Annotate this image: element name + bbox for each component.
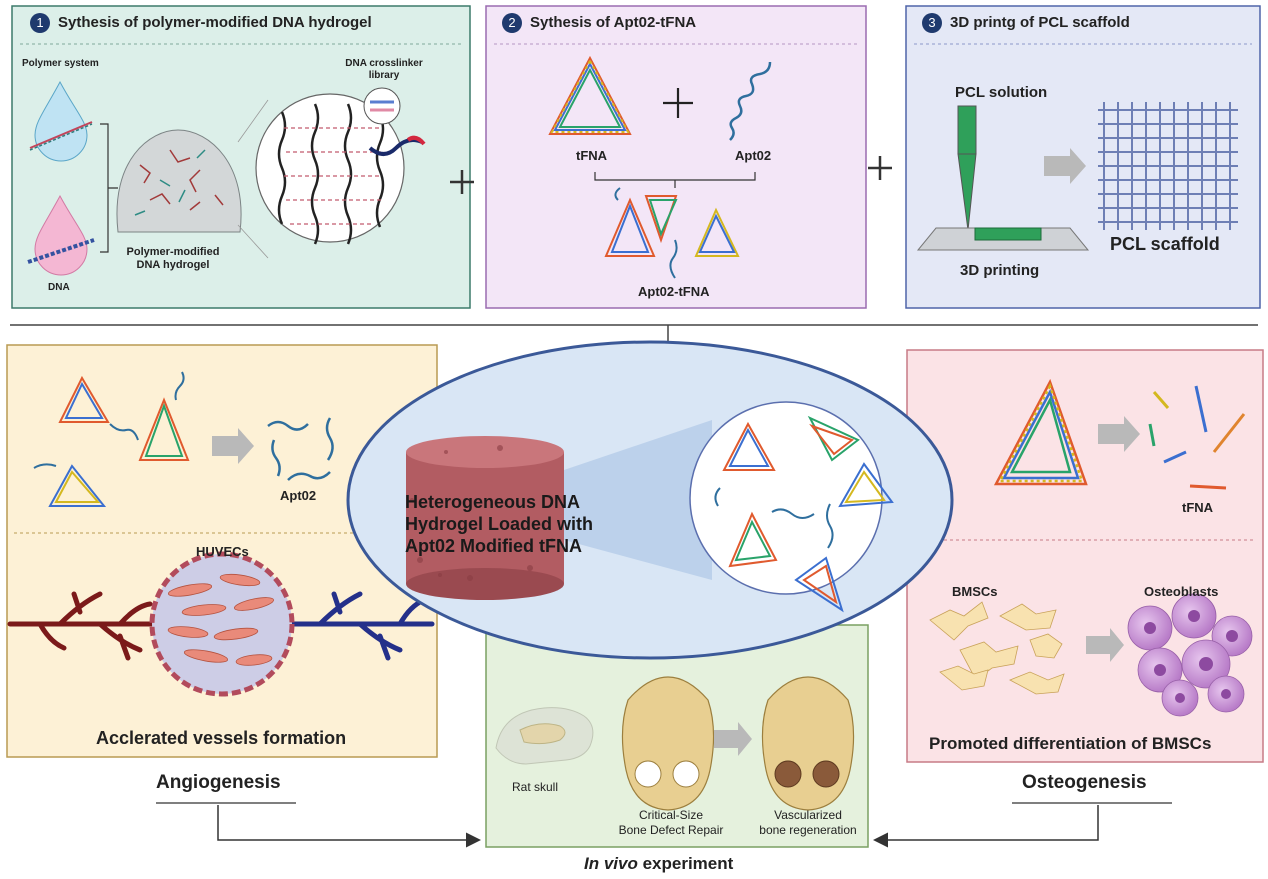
panel1-title: 1 Sythesis of polymer-modified DNA hydrog…: [30, 13, 372, 33]
repair-label-line2: Bone Defect Repair: [618, 823, 724, 837]
invivo-title: In vivo experiment: [584, 854, 733, 874]
center-caption-line3: Apt02 Modified tFNA: [405, 536, 582, 556]
pcl-solution-label: PCL solution: [955, 84, 1048, 101]
panel2-title-text: Sythesis of Apt02-tFNA: [530, 13, 697, 31]
regen-label-line1: Vascularized: [774, 808, 842, 822]
huvecs-circle: [149, 551, 295, 697]
regen-label-line2: bone regeneration: [759, 823, 857, 837]
invivo-title-italic: In vivo: [584, 854, 638, 873]
arrow-to-invivo-right: [873, 805, 1099, 848]
polymer-droplet-icon: [29, 80, 93, 162]
angio-caption: Acclerated vessels formation: [96, 728, 347, 748]
step-number-3: 3: [922, 13, 942, 33]
bmscs-cells-icon: [929, 601, 1065, 695]
apt02-tfna-label: Apt02-tFNA: [638, 284, 710, 299]
arrow-right-icon: [1044, 148, 1086, 184]
polymer-system-label: Polymer system: [22, 58, 99, 69]
tfna-zoom-circle: [689, 401, 894, 613]
rat-skull-label: Rat skull: [512, 780, 559, 794]
plus-icon: [663, 88, 693, 118]
huvecs-label: HUVECs: [196, 544, 249, 559]
hydrogel-zoom-circle: [255, 93, 405, 245]
arrow-right-icon: [1098, 416, 1140, 452]
pcl-scaffold-icon: [1098, 102, 1238, 230]
arrow-to-invivo-left: [217, 805, 481, 848]
angiogenesis-label: Angiogenesis: [156, 772, 281, 793]
hydrogel-label-line2: DNA hydrogel: [136, 259, 210, 271]
apt02-strand-icon: [729, 61, 772, 141]
plus-icon: [868, 156, 892, 180]
panel2-title: 2 Sythesis of Apt02-tFNA: [502, 13, 696, 33]
crosslinker-label-line1: DNA crosslinker: [345, 58, 423, 69]
panel3-title: 3 3D printg of PCL scaffold: [922, 13, 1130, 33]
panel3-title-text: 3D printg of PCL scaffold: [950, 13, 1130, 31]
hydrogel-dome-icon: [116, 129, 242, 233]
osteo-caption: Promoted differentiation of BMSCs: [929, 734, 1212, 753]
osteogenesis-label: Osteogenesis: [1022, 772, 1147, 793]
dna-droplet-icon: [27, 194, 95, 276]
skull-defect-icon: [621, 676, 715, 811]
panel2-box: [485, 5, 867, 309]
tfna-fragments-icon: [1148, 385, 1246, 490]
pcl-scaffold-label: PCL scaffold: [1110, 234, 1220, 254]
step-number-1: 1: [30, 13, 50, 33]
crosslinker-circle: [363, 87, 426, 156]
osteoblasts-label: Osteoblasts: [1144, 584, 1219, 599]
center-caption-line2: Hydrogel Loaded with: [405, 514, 594, 534]
osteo-tfna-label: tFNA: [1182, 500, 1214, 515]
invivo-title-rest: experiment: [637, 854, 734, 873]
crosslinker-label-line2: library: [368, 70, 400, 81]
apt02-strands-icon: [267, 417, 334, 481]
plus-icon: [450, 170, 474, 194]
hydrogel-cylinder-icon: [406, 436, 564, 600]
tfna-apt02-triangles-icon: [33, 371, 190, 507]
tfna-triangle-icon: [548, 55, 632, 135]
step-number-2: 2: [502, 13, 522, 33]
dna-label: DNA: [48, 282, 70, 293]
repair-label-line1: Critical-Size: [638, 808, 703, 822]
arrow-right-icon: [1086, 628, 1124, 662]
vessel-left-icon: [7, 591, 163, 661]
center-caption-line1: Heterogeneous DNA: [405, 492, 581, 512]
hydrogel-label-line1: Polymer-modified: [126, 246, 220, 258]
panel1-title-text: Sythesis of polymer-modified DNA hydroge…: [58, 13, 372, 31]
bmscs-label: BMSCs: [952, 584, 998, 599]
center-caption: Heterogeneous DNA Hydrogel Loaded with A…: [405, 491, 594, 557]
rat-head-icon: [495, 707, 594, 765]
tfna-label: tFNA: [576, 148, 608, 163]
tfna-triangle-icon: [993, 378, 1088, 486]
skull-regenerated-icon: [761, 676, 855, 811]
angio-apt02-label: Apt02: [280, 488, 317, 503]
arrow-right-icon: [714, 722, 752, 756]
apt02-tfna-cluster-icon: [604, 187, 740, 279]
3d-printing-label: 3D printing: [960, 262, 1040, 279]
apt02-label: Apt02: [735, 148, 772, 163]
osteoblasts-cluster-icon: [1127, 593, 1253, 717]
arrow-right-icon: [212, 428, 254, 464]
